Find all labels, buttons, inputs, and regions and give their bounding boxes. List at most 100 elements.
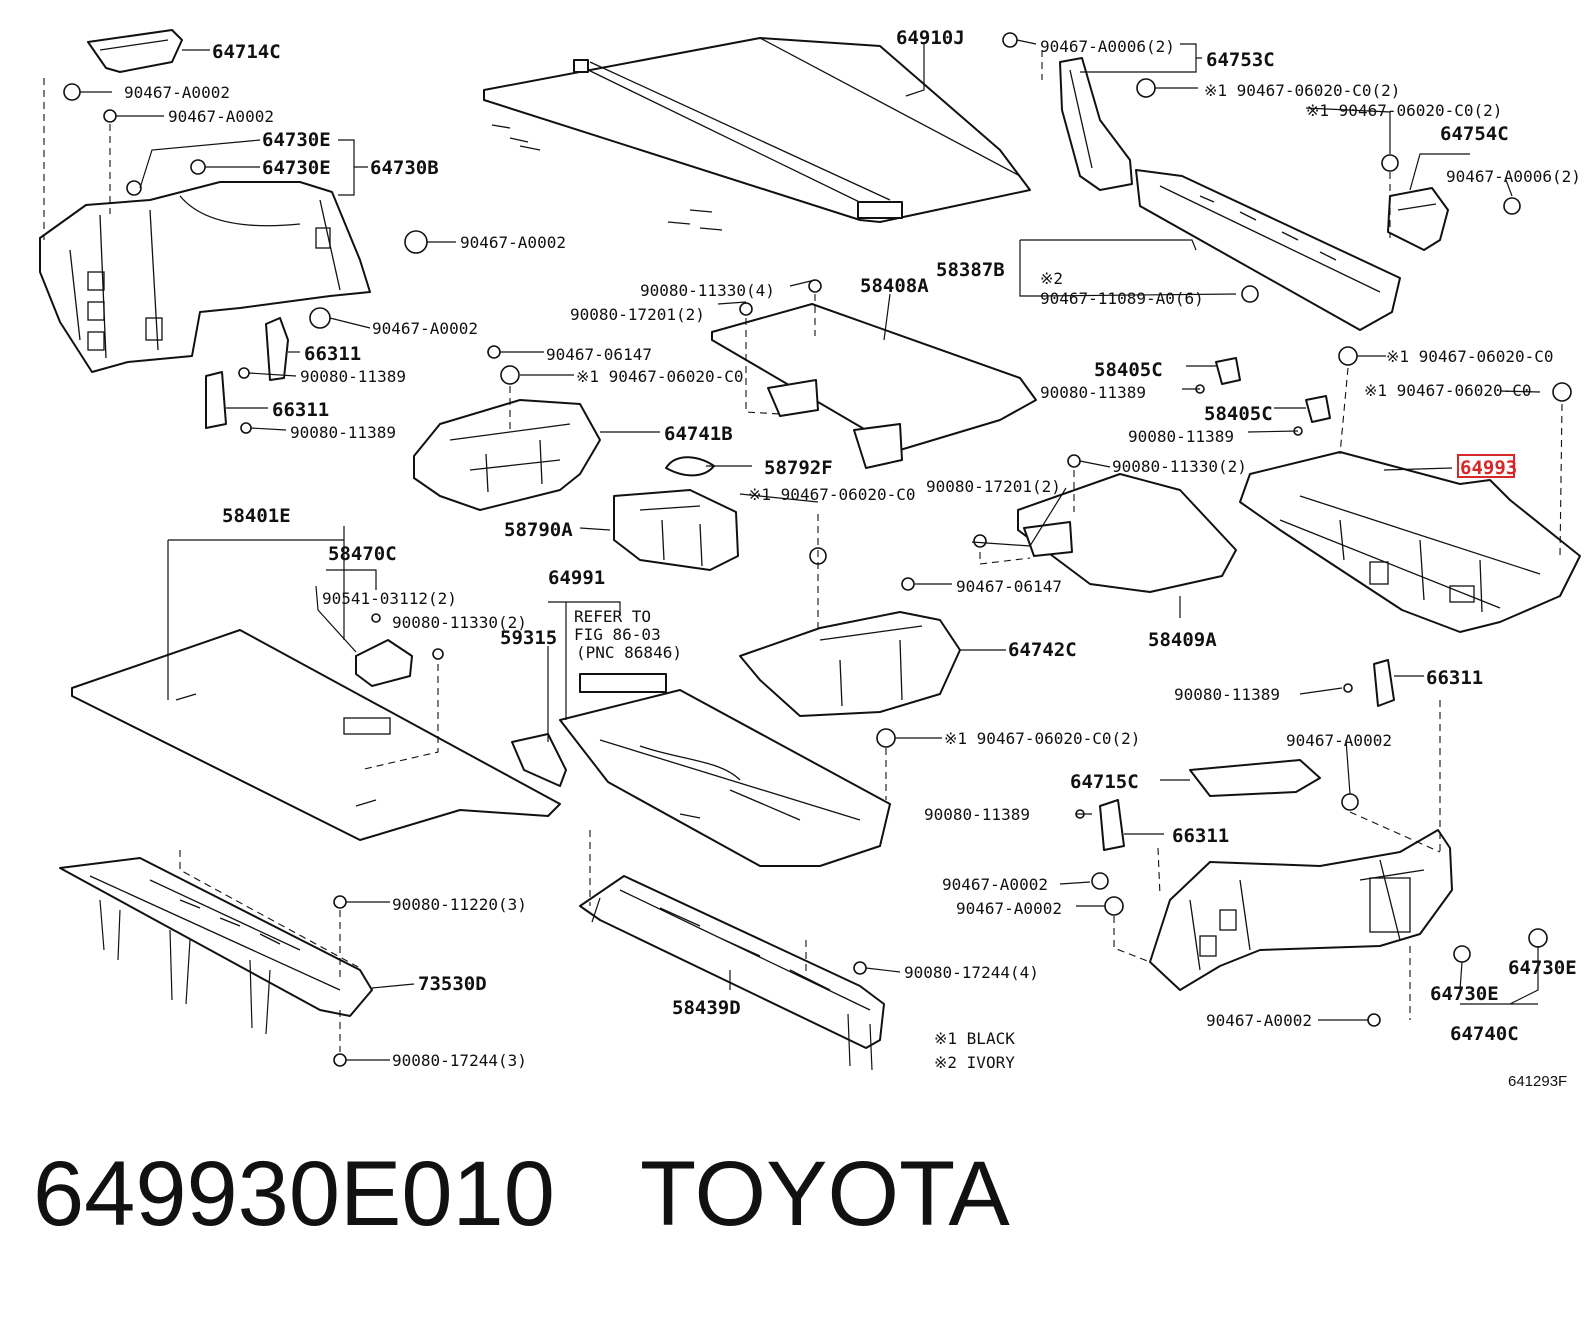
label-90467-06020-C0-2-g: ※1 90467-06020-C0(2) <box>944 729 1140 748</box>
label-90467-A0002-a: 90467-A0002 <box>124 83 230 102</box>
part-58405C-a-drawing <box>1215 357 1241 385</box>
label-90467-A0006-2-top: 90467-A0006(2) <box>1040 37 1175 56</box>
label-58405C-b: 58405C <box>1204 403 1273 425</box>
label-90467-06020-C0-c: ※1 90467-06020-C0 <box>576 367 744 386</box>
label-90080-17201-2-b: 90080-17201(2) <box>926 477 1061 496</box>
label-58790A: 58790A <box>504 519 573 541</box>
footer-brand: TOYOTA <box>640 1143 1010 1245</box>
label-64730E-d: 64730E <box>1430 983 1499 1005</box>
label-64993-highlighted: 64993 <box>1460 457 1517 479</box>
label-90467-A0002-f: 90467-A0002 <box>942 875 1048 894</box>
label-90080-11330-4: 90080-11330(4) <box>640 281 775 300</box>
label-note2-mark: ※2 <box>1040 269 1063 288</box>
label-66311-d: 66311 <box>1172 825 1229 847</box>
part-58405C-b-drawing <box>1305 395 1331 423</box>
label-64753C: 64753C <box>1206 49 1275 71</box>
label-90467-A0006-2-r: 90467-A0006(2) <box>1446 167 1581 186</box>
label-90467-11089-A0-6: 90467-11089-A0(6) <box>1040 289 1204 308</box>
label-pnc-86846: (PNC 86846) <box>576 643 682 662</box>
label-refer-to: REFER TO <box>574 607 651 626</box>
label-58470C: 58470C <box>328 543 397 565</box>
diagram-reference-code: 641293F <box>1508 1073 1567 1090</box>
label-64741B: 64741B <box>664 423 733 445</box>
part-64715C-drawing <box>1189 759 1321 797</box>
label-64730E-c: 64730E <box>1508 957 1577 979</box>
label-64910J: 64910J <box>896 27 965 49</box>
label-58405C-a: 58405C <box>1094 359 1163 381</box>
part-58790A-drawing <box>613 489 739 571</box>
label-64740C: 64740C <box>1450 1023 1519 1045</box>
label-90467-A0002-g: 90467-A0002 <box>956 899 1062 918</box>
label-90080-11220-3: 90080-11220(3) <box>392 895 527 914</box>
part-58439D-drawing <box>579 875 885 1071</box>
label-64991: 64991 <box>548 567 605 589</box>
label-90080-11389-d: 90080-11389 <box>1128 427 1234 446</box>
highlight-box-64993 <box>1457 454 1515 478</box>
part-66311-d-drawing <box>1099 799 1125 851</box>
label-90080-11330-2-b: 90080-11330(2) <box>392 613 527 632</box>
label-64730E-a: 64730E <box>262 129 331 151</box>
label-90467-06147-b: 90467-06147 <box>956 577 1062 596</box>
label-90467-A0002-h: 90467-A0002 <box>1206 1011 1312 1030</box>
label-90080-11389-f: 90080-11389 <box>924 805 1030 824</box>
label-90467-A0002-c: 90467-A0002 <box>460 233 566 252</box>
label-90467-06020-C0-2-b: ※1 90467-06020-C0(2) <box>1306 101 1502 120</box>
label-64742C: 64742C <box>1008 639 1077 661</box>
label-90080-17244-4: 90080-17244(4) <box>904 963 1039 982</box>
label-90080-11389-b: 90080-11389 <box>290 423 396 442</box>
label-58408A: 58408A <box>860 275 929 297</box>
label-90541-03112-2: 90541-03112(2) <box>322 589 457 608</box>
part-73530D-drawing <box>59 857 373 1035</box>
label-66311-a: 66311 <box>304 343 361 365</box>
label-90467-06020-C0-d: ※1 90467-06020-C0 <box>1386 347 1554 366</box>
label-90467-06147-a: 90467-06147 <box>546 345 652 364</box>
part-58408A-drawing <box>711 303 1037 469</box>
label-58792F: 58792F <box>764 457 833 479</box>
label-66311-b: 66311 <box>272 399 329 421</box>
part-64714C-drawing <box>87 29 183 73</box>
label-90080-11330-2-a: 90080-11330(2) <box>1112 457 1247 476</box>
label-90080-11389-c: 90080-11389 <box>1040 383 1146 402</box>
label-90080-17201-2-a: 90080-17201(2) <box>570 305 705 324</box>
part-64910J-drawing <box>483 37 1031 231</box>
label-58387B: 58387B <box>936 259 1005 281</box>
part-58387B-drawing <box>1135 169 1401 331</box>
label-64730E-b: 64730E <box>262 157 331 179</box>
label-58409A: 58409A <box>1148 629 1217 651</box>
label-fig-86-03: FIG 86-03 <box>574 625 661 644</box>
label-64715C: 64715C <box>1070 771 1139 793</box>
label-90467-A0002-b: 90467-A0002 <box>168 107 274 126</box>
part-58409A-drawing <box>1017 473 1237 593</box>
part-64742C-drawing <box>739 611 961 717</box>
part-58401E-drawing <box>71 629 561 841</box>
part-64991-drawing <box>559 673 891 867</box>
part-66311-a-drawing <box>265 317 289 381</box>
part-66311-c-drawing <box>1373 659 1395 707</box>
label-66311-c: 66311 <box>1426 667 1483 689</box>
label-90467-06020-C0-f: ※1 90467-06020-C0 <box>748 485 916 504</box>
label-64714C: 64714C <box>212 41 281 63</box>
label-90080-17244-3: 90080-17244(3) <box>392 1051 527 1070</box>
alignment-lines <box>43 50 1563 1052</box>
leader-lines <box>80 39 1541 1061</box>
label-90467-06020-C0-e: ※1 90467-06020-C0 <box>1364 381 1532 400</box>
part-64993-drawing <box>1239 451 1581 633</box>
note-ivory: ※2 IVORY <box>934 1053 1015 1072</box>
part-58470C-drawing <box>355 639 413 687</box>
label-58401E: 58401E <box>222 505 291 527</box>
part-64730B-drawing <box>39 181 371 373</box>
label-90080-11389-a: 90080-11389 <box>300 367 406 386</box>
label-90467-A0002-d: 90467-A0002 <box>372 319 478 338</box>
label-90080-11389-e: 90080-11389 <box>1174 685 1280 704</box>
footer-part-number: 649930E010 <box>33 1143 555 1245</box>
part-64740C-drawing <box>1149 829 1453 991</box>
label-59315: 59315 <box>500 627 557 649</box>
part-64754C-drawing <box>1387 187 1449 251</box>
label-90467-A0002-e: 90467-A0002 <box>1286 731 1392 750</box>
part-64741B-drawing <box>413 399 601 511</box>
part-59315-drawing <box>511 733 567 787</box>
note-black: ※1 BLACK <box>934 1029 1015 1048</box>
label-73530D: 73530D <box>418 973 487 995</box>
